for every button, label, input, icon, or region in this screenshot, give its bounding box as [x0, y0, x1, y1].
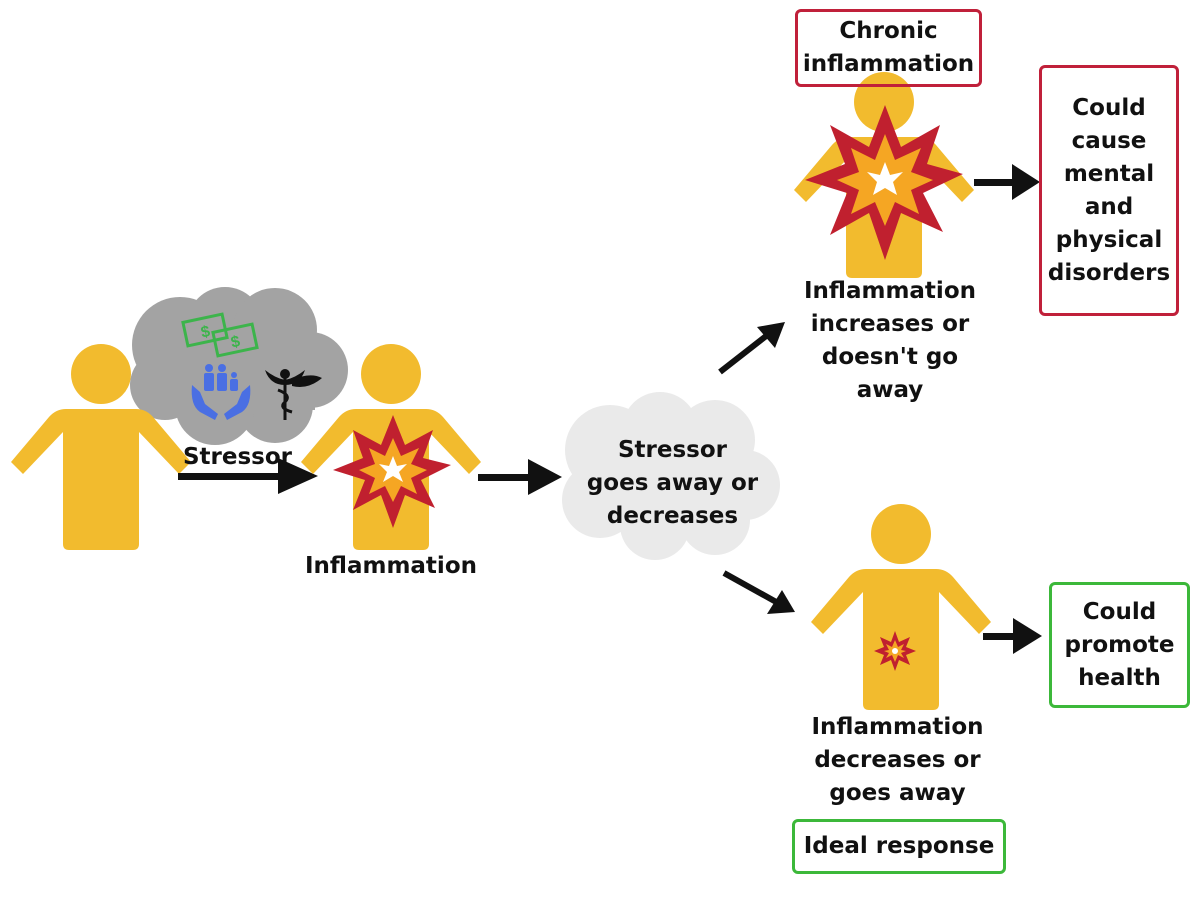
person-icon [811, 504, 991, 710]
ideal-response-box: Ideal response [792, 819, 1006, 874]
arrow-icon [478, 459, 562, 495]
inflammation-decreases-label: Inflammation decreases or goes away [811, 714, 984, 806]
inflammation-label: Inflammation [304, 553, 477, 579]
money-icon: $ $ [181, 312, 259, 358]
arrow-icon [983, 618, 1042, 654]
arrow-icon [178, 458, 318, 494]
disorders-box: Could cause mental and physical disorder… [1039, 65, 1179, 316]
burst-icon [333, 415, 451, 528]
burst-icon [805, 105, 963, 260]
svg-text:$: $ [199, 323, 211, 341]
caduceus-icon [265, 369, 322, 420]
arrow-icon [718, 322, 785, 375]
family-hands-icon [191, 364, 251, 420]
stressor-goes-away-label: Stressor goes away or decreases [586, 437, 759, 529]
promote-health-box: Could promote health [1049, 582, 1190, 708]
stressor-label: Stressor [182, 444, 293, 470]
stressor-cloud [130, 287, 348, 445]
arrow-icon [974, 164, 1040, 200]
arrow-icon [722, 570, 795, 614]
stressor-goes-away-cloud [562, 392, 780, 560]
chronic-inflammation-box: Chronic inflammation [795, 9, 982, 87]
svg-text:$: $ [229, 333, 241, 351]
inflammation-increases-label: Inflammation increases or doesn't go awa… [803, 278, 976, 403]
burst-icon [874, 631, 916, 671]
